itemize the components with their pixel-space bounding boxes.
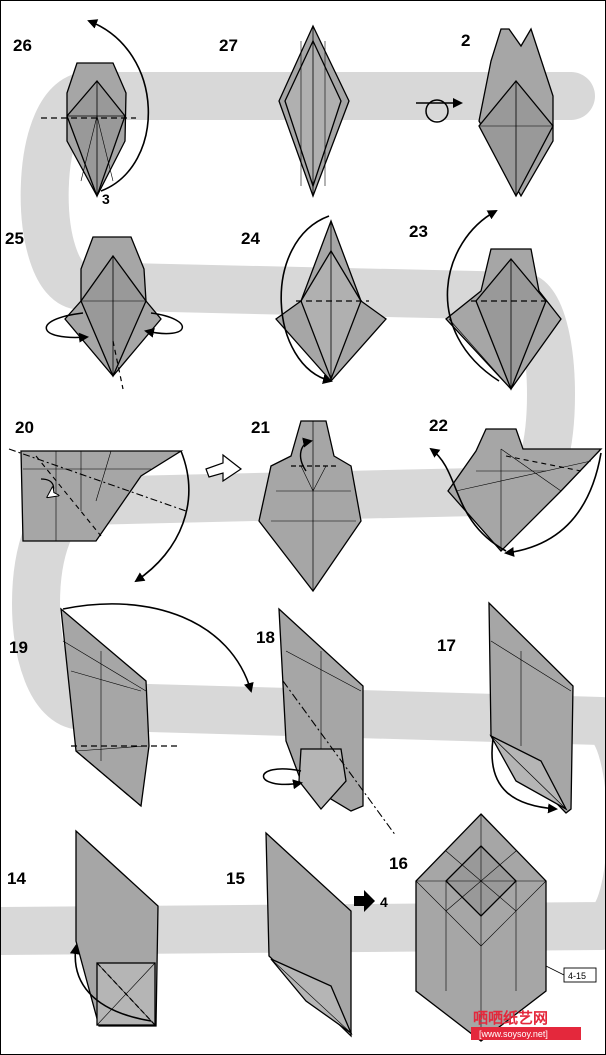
step-15-ref-label: 4 bbox=[380, 894, 388, 910]
step-21-figure bbox=[259, 421, 361, 591]
step-26-figure bbox=[67, 63, 126, 196]
step-27-figure bbox=[279, 26, 349, 196]
step-16-figure bbox=[416, 814, 546, 1041]
step-23-number: 23 bbox=[409, 222, 428, 241]
step-17-number: 17 bbox=[437, 636, 456, 655]
step-18-number: 18 bbox=[256, 628, 275, 647]
watermark-site: 哂哂纸艺网 bbox=[473, 1009, 548, 1027]
step-22-number: 22 bbox=[429, 416, 448, 435]
step-15-figure bbox=[266, 833, 351, 1036]
step-20-number: 20 bbox=[15, 418, 34, 437]
step-16-number: 16 bbox=[389, 854, 408, 873]
page-ref-label: 4-15 bbox=[568, 971, 586, 981]
step-28-figure bbox=[479, 29, 553, 196]
step-14-number: 14 bbox=[7, 869, 26, 888]
step-25-number: 25 bbox=[5, 229, 24, 248]
step-26-number: 26 bbox=[13, 36, 32, 55]
page-ref-leader bbox=[546, 966, 566, 976]
step-14-figure bbox=[76, 831, 158, 1026]
step-28-number: 2 bbox=[461, 31, 470, 50]
step-21-number: 21 bbox=[251, 418, 270, 437]
step-18-figure bbox=[279, 609, 363, 811]
step-19-number: 19 bbox=[9, 638, 28, 657]
step-27-number: 27 bbox=[219, 36, 238, 55]
step-19-figure bbox=[61, 609, 149, 806]
step-15-number: 15 bbox=[226, 869, 245, 888]
step-24-number: 24 bbox=[241, 229, 260, 248]
step-26-ref-label: 3 bbox=[102, 191, 110, 207]
step-18-arrow bbox=[264, 769, 302, 784]
step-17-figure bbox=[489, 603, 573, 813]
watermark-url: [www.soysoy.net] bbox=[479, 1029, 548, 1039]
